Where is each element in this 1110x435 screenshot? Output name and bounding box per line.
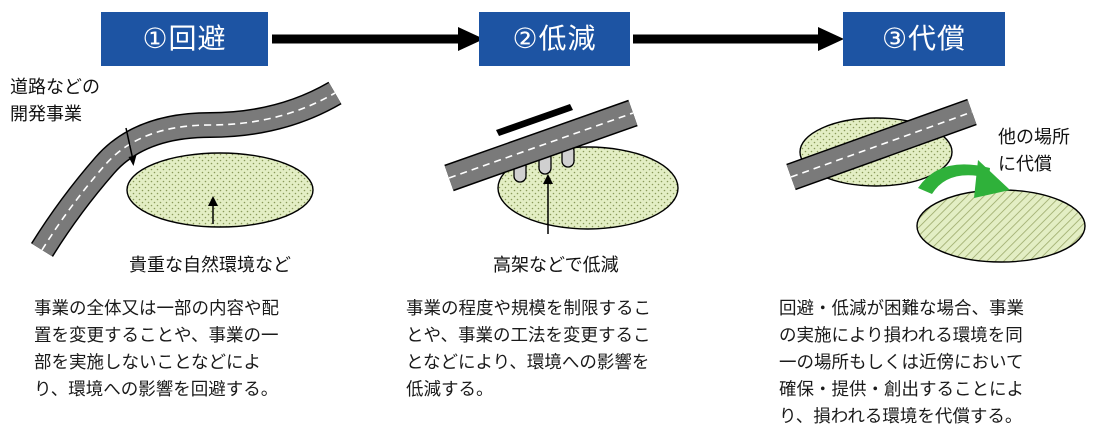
step-compensation: ③代償: [843, 12, 1005, 66]
compensation-description: 回避・低減が困難な場合、事業 の実施により損われる環境を同 一の場所もしくは近傍…: [779, 299, 1024, 427]
precious-nature-label: 貴重な自然環境など: [129, 255, 291, 276]
step-label: ③代償: [881, 22, 967, 55]
green-curved-arrow-icon: [918, 160, 1010, 198]
reduction-description: 事業の程度や規模を制限するこ とや、事業の工法を変更するこ となどにより、環境へ…: [406, 299, 651, 400]
step-label: ①回避: [142, 22, 227, 55]
pointer-arrow-icon: [543, 174, 553, 234]
step-label: ②低減: [512, 22, 597, 55]
other-place-label: 他の場所 に代償: [998, 127, 1070, 175]
road-icon: [444, 99, 638, 192]
avoidance-description: 事業の全体又は一部の内容や配 置を変更することや、事業の一 部を実施しないことな…: [34, 299, 279, 400]
flow-arrow-icon: [272, 27, 484, 51]
compensation-habitat-icon: [916, 189, 1086, 263]
pointer-arrow-icon: [208, 196, 218, 224]
road-icon: [786, 98, 977, 191]
step-avoidance: ①回避: [101, 12, 268, 66]
pointer-arrow-icon: [125, 127, 137, 166]
road-icon: [30, 81, 342, 257]
flow-arrow-icon: [633, 27, 844, 51]
road-project-label: 道路などの 開発事業: [10, 77, 100, 125]
step-reduction: ②低減: [479, 12, 630, 66]
elevated-label: 高架などで低減: [493, 255, 619, 276]
habitat-area-icon: [126, 152, 314, 228]
